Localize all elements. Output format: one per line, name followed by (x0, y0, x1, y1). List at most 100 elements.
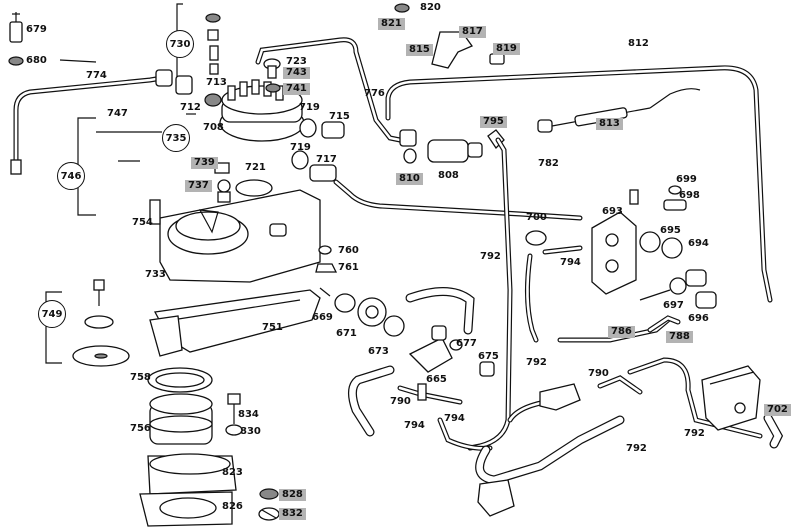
callout-693: 693 (602, 206, 623, 217)
callout-788: 788 (666, 331, 693, 343)
leader-lines (59, 59, 671, 301)
callout-817: 817 (459, 26, 486, 38)
callout-665: 665 (426, 374, 447, 385)
clamps-and-sleeve (147, 367, 213, 445)
airflow-sensor-823 (139, 453, 237, 527)
callout-679: 679 (26, 24, 47, 35)
callout-669: 669 (312, 312, 333, 323)
callout-810: 810 (396, 173, 423, 185)
callout-717: 717 (316, 154, 337, 165)
callout-761: 761 (338, 262, 359, 273)
fuel-line-782 (333, 179, 583, 221)
callout-680: 680 (26, 55, 47, 66)
callout-677: 677 (456, 338, 477, 349)
callout-790-left: 790 (390, 396, 411, 407)
callout-794-left: 794 (404, 420, 425, 431)
bracket-817 (394, 3, 505, 69)
intake-elbow-751 (149, 289, 321, 357)
callout-774: 774 (86, 70, 107, 81)
hose-700-794 (525, 230, 583, 255)
callout-737: 737 (185, 180, 212, 192)
callout-699: 699 (676, 174, 697, 185)
callout-760: 760 (338, 245, 359, 256)
callout-795: 795 (480, 116, 507, 128)
callout-702: 702 (764, 404, 791, 416)
callout-673: 673 (368, 346, 389, 357)
callout-754: 754 (132, 217, 153, 228)
callout-712: 712 (180, 102, 201, 113)
fuel-line-776 (255, 37, 417, 147)
callout-694: 694 (688, 238, 709, 249)
hose-and-valve-665 (405, 286, 495, 377)
callout-826: 826 (222, 501, 243, 512)
valve-790 (539, 357, 763, 439)
callout-812: 812 (628, 38, 649, 49)
group-callout-749: 749 (38, 300, 66, 328)
callout-741: 741 (283, 83, 310, 95)
callout-697: 697 (663, 300, 684, 311)
washers-828-832 (258, 488, 280, 521)
callout-695: 695 (660, 225, 681, 236)
callout-821: 821 (378, 18, 405, 30)
callout-723: 723 (286, 56, 307, 67)
callout-758: 758 (130, 372, 151, 383)
callout-792-right: 792 (684, 428, 705, 439)
fuel-line-812 (385, 65, 773, 303)
callout-698: 698 (679, 190, 700, 201)
callout-790-right: 790 (588, 368, 609, 379)
callout-776: 776 (364, 88, 385, 99)
group-callout-730: 730 (166, 30, 194, 58)
fuel-distributor (204, 58, 305, 142)
callout-719-lower: 719 (290, 142, 311, 153)
callout-671: 671 (336, 328, 357, 339)
callout-792-middle: 792 (526, 357, 547, 368)
callout-713: 713 (206, 77, 227, 88)
pressure-converter-702 (701, 365, 784, 449)
callout-715: 715 (329, 111, 350, 122)
callout-743: 743 (283, 67, 310, 79)
callout-794-right: 794 (444, 413, 465, 424)
fittings-715-719 (214, 118, 345, 197)
callout-828: 828 (279, 489, 306, 501)
callout-733: 733 (145, 269, 166, 280)
callout-747: 747 (107, 108, 128, 119)
control-unit-693 (591, 185, 717, 309)
gaskets-669-673 (334, 293, 405, 337)
callout-820: 820 (420, 2, 441, 13)
group-callout-746: 746 (57, 162, 85, 190)
cable-813 (537, 88, 701, 133)
callout-721: 721 (245, 162, 266, 173)
group-749-parts (72, 279, 130, 367)
callout-819: 819 (493, 43, 520, 55)
callout-675: 675 (478, 351, 499, 362)
callout-708: 708 (203, 122, 224, 133)
callout-700: 700 (526, 212, 547, 223)
group-bracket-749 (45, 291, 62, 364)
injector-part (8, 12, 24, 66)
callout-834: 834 (238, 409, 259, 420)
group-callout-735: 735 (162, 124, 190, 152)
callout-719-upper: 719 (299, 102, 320, 113)
callout-751: 751 (262, 322, 283, 333)
group-730-parts (205, 13, 221, 75)
callout-830: 830 (240, 426, 261, 437)
callout-792-lower: 792 (626, 443, 647, 454)
callout-808: 808 (438, 170, 459, 181)
callout-782: 782 (538, 158, 559, 169)
pressure-regulator-808 (403, 129, 505, 164)
callout-756: 756 (130, 423, 151, 434)
fuel-line-774 (10, 69, 193, 175)
callout-739: 739 (191, 157, 218, 169)
callout-832: 832 (279, 508, 306, 520)
callout-792-upper: 792 (480, 251, 501, 262)
throttle-housing-733 (149, 189, 338, 283)
callout-794-upper: 794 (560, 257, 581, 268)
screw-834-830 (225, 393, 243, 436)
callout-786: 786 (608, 326, 635, 338)
callout-823: 823 (222, 467, 243, 478)
callout-815: 815 (406, 44, 433, 56)
callout-696: 696 (688, 313, 709, 324)
callout-813: 813 (596, 118, 623, 130)
